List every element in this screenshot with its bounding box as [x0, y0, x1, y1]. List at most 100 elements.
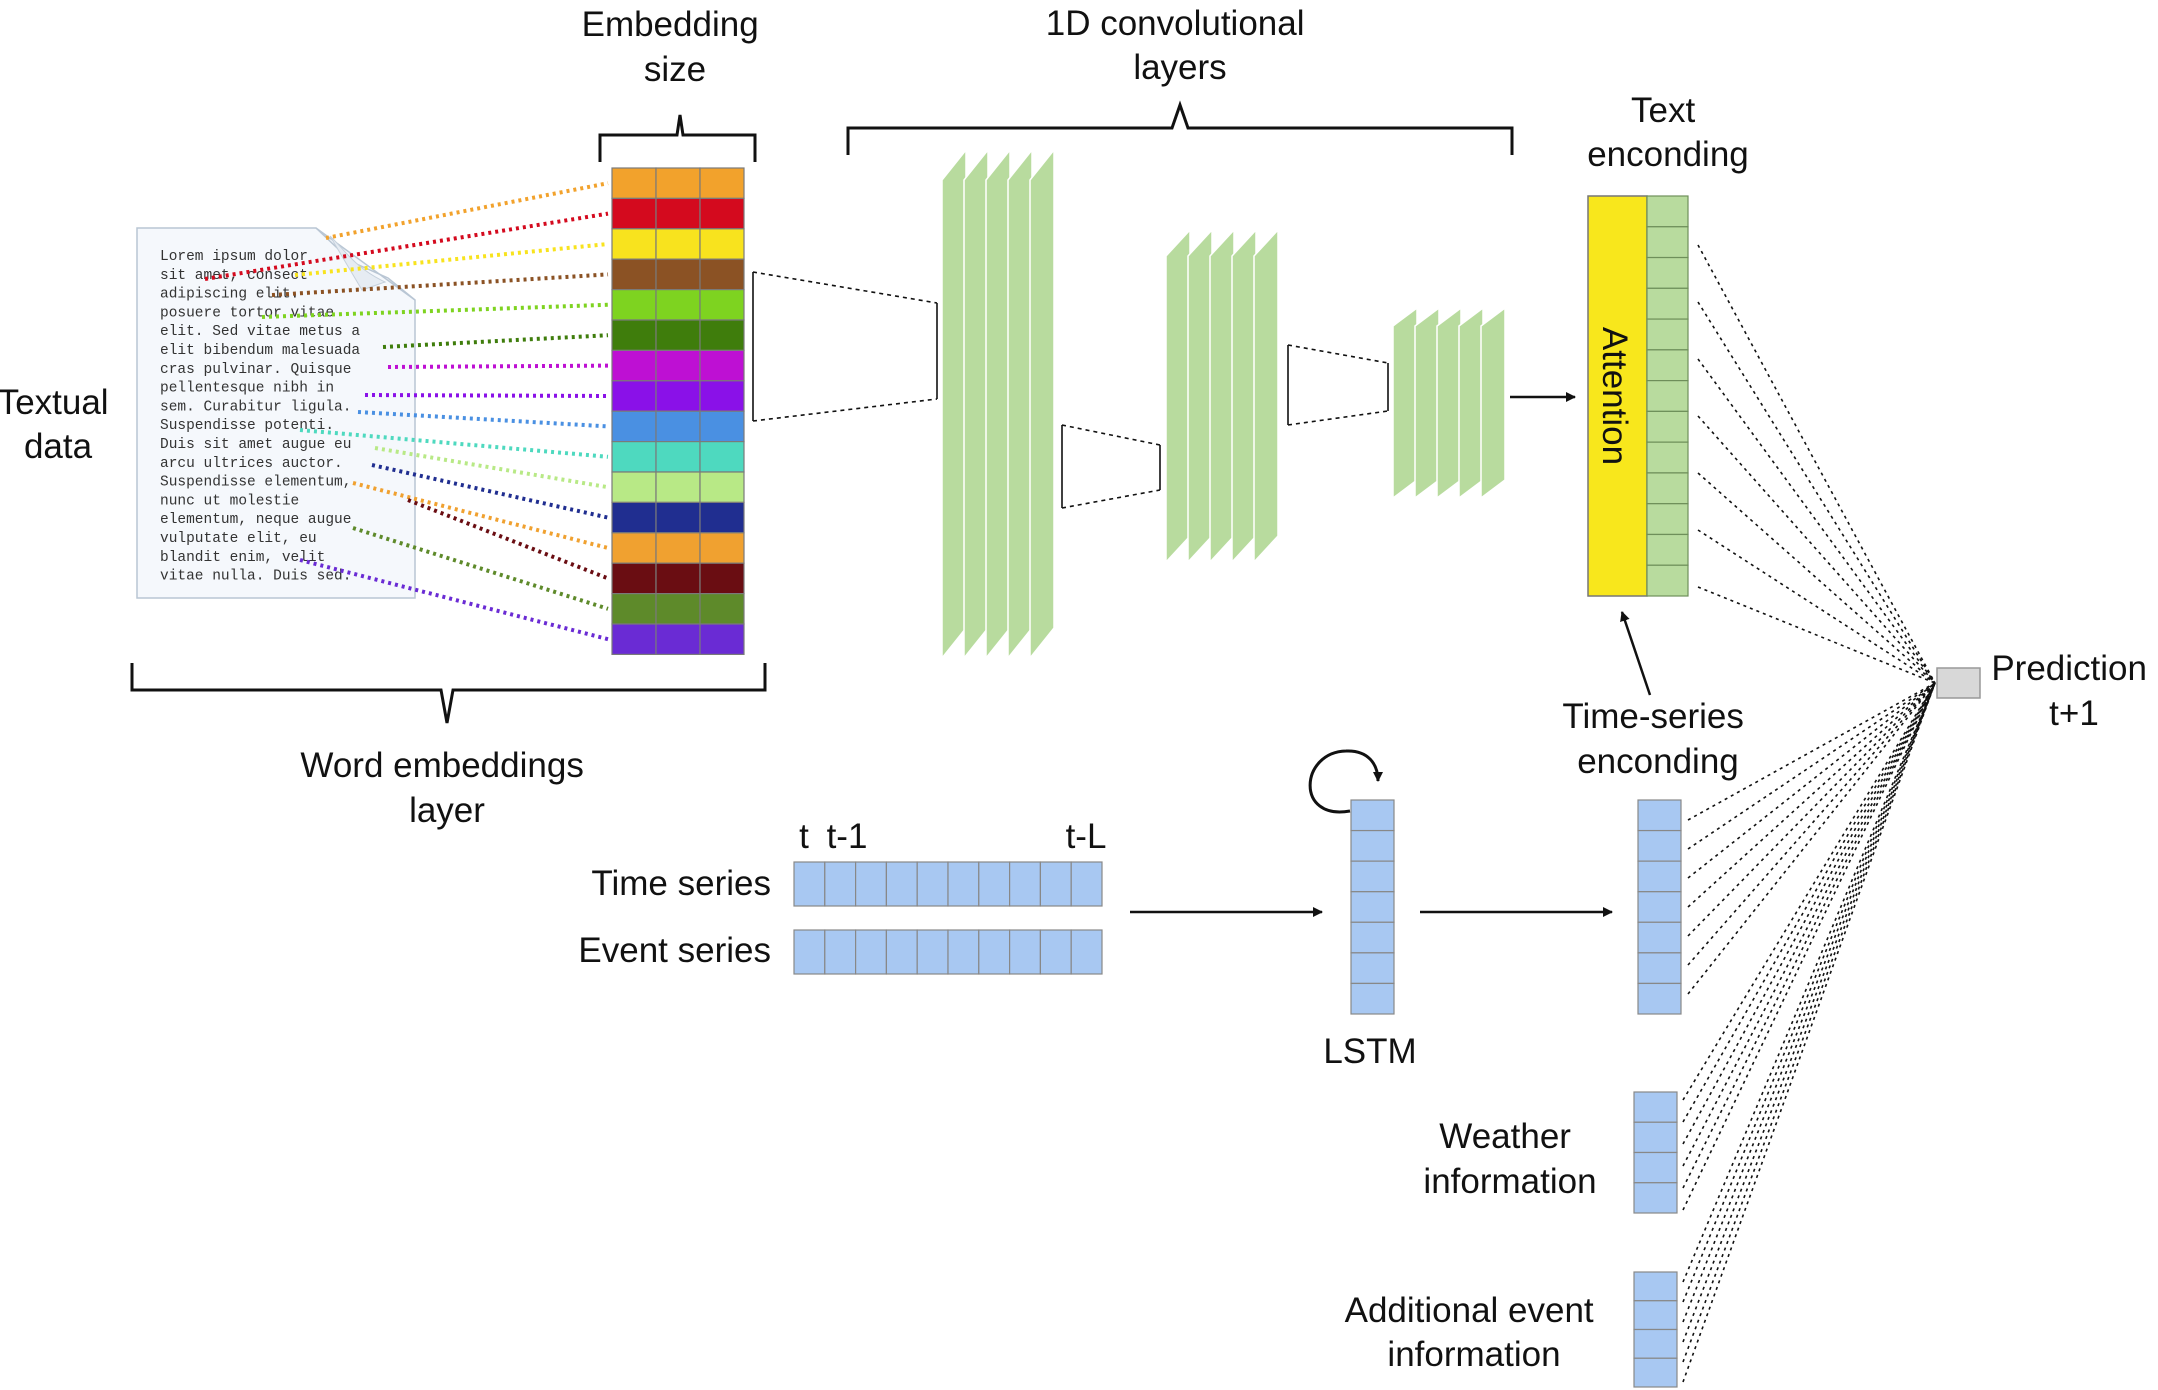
event-series-cell: [1070, 929, 1103, 975]
conv-layers-label: 1D convolutional layers: [1046, 4, 1315, 87]
conv-filter-sheet: [1209, 228, 1235, 564]
time-series-cell: [885, 861, 918, 907]
embedding-cell: [699, 380, 745, 412]
dense-connection-line: [1697, 415, 1936, 684]
lstm-recurrent-loop-icon: [1308, 749, 1383, 814]
prediction-label: Prediction t+1: [1991, 649, 2156, 733]
event-series-cell: [978, 929, 1011, 975]
text-encoding-cell: [1646, 349, 1689, 382]
embedding-cell: [655, 410, 701, 443]
time-series-label: Time series: [591, 864, 771, 903]
dense-connection-line: [1687, 682, 1936, 937]
dense-connection-line: [1697, 529, 1936, 684]
weather-cell: [1633, 1091, 1678, 1123]
embedding-cell: [655, 197, 701, 230]
embedding-cell: [611, 501, 657, 534]
weather-information-label: Weather information: [1423, 1117, 1596, 1201]
text-encoding-cell: [1646, 287, 1689, 320]
embedding-cell: [655, 592, 701, 625]
attention-label: Attention: [1595, 327, 1634, 465]
embedding-cell: [699, 623, 745, 655]
lstm-cell: [1350, 921, 1395, 954]
document-line: Duis sit amet augue eu: [160, 437, 351, 453]
dense-connection-line: [1697, 472, 1936, 684]
weather-cell: [1633, 1121, 1678, 1154]
embedding-cell: [655, 471, 701, 503]
embedding-mapping-line: [407, 498, 609, 581]
time-series-vector: [793, 861, 1103, 907]
embedding-cell: [611, 471, 657, 503]
embedding-cell: [699, 532, 745, 564]
conv-filter-sheet: [1165, 228, 1191, 564]
additional-event-information-vector: [1633, 1271, 1678, 1388]
time-series-cell: [824, 861, 857, 907]
embedding-cell: [611, 562, 657, 595]
ts-encoding-cell: [1637, 952, 1682, 985]
dense-connection-line: [1682, 682, 1936, 1363]
event-series-label: Event series: [578, 931, 771, 970]
embedding-cell: [611, 380, 657, 412]
conv-filter-sheet: [1392, 306, 1418, 500]
additional-event-cell: [1633, 1271, 1678, 1302]
time-series-cell: [978, 861, 1011, 907]
embedding-cell: [699, 471, 745, 503]
dense-connection-line: [1687, 682, 1936, 995]
event-series-cell: [793, 929, 826, 975]
document-line: sem. Curabitur ligula.: [160, 399, 351, 415]
lstm-cell: [1350, 891, 1395, 923]
document-line: cras pulvinar. Quisque: [160, 362, 351, 378]
embedding-cell: [611, 167, 657, 199]
embedding-cell: [655, 319, 701, 351]
word-embedding-mapping-lines: [204, 181, 609, 642]
embedding-mapping-line: [325, 181, 609, 240]
embedding-cell: [699, 562, 745, 595]
word-embeddings-label: Word embeddings layer: [300, 746, 593, 830]
embedding-mapping-line: [204, 211, 609, 281]
attention-block: [1587, 195, 1648, 597]
embedding-mapping-line: [387, 363, 609, 369]
time-index-t: t: [799, 817, 809, 856]
embedding-mapping-line: [382, 333, 609, 349]
conv-filter-sheet: [1187, 228, 1213, 564]
event-series-vector: [793, 929, 1103, 975]
embedding-cell: [655, 562, 701, 595]
embedding-cell: [655, 441, 701, 473]
document-line: elit. Sed vitae metus a: [160, 324, 360, 340]
event-series-cell: [1008, 929, 1041, 975]
embedding-cell: [611, 441, 657, 473]
weather-cell: [1633, 1151, 1678, 1184]
text-encoding-cell: [1646, 195, 1689, 228]
embedding-cell: [611, 623, 657, 655]
embedding-cell: [655, 258, 701, 291]
conv-layers-brace: [846, 100, 1514, 155]
dense-connection-line: [1682, 682, 1936, 1283]
dense-connection-line: [1687, 682, 1936, 850]
document-line: arcu ultrices auctor.: [160, 456, 343, 472]
text-encoding-vector: [1646, 195, 1689, 597]
ts-encoding-cell: [1637, 829, 1682, 862]
document-line: elit bibendum malesuada: [160, 343, 360, 359]
embedding-cell: [611, 349, 657, 382]
time-series-cell: [947, 861, 980, 907]
additional-event-cell: [1633, 1300, 1678, 1331]
weather-information-vector: [1633, 1091, 1678, 1214]
conv-filter-sheet: [985, 147, 1011, 661]
time-series-encoding-vector: [1637, 799, 1682, 1015]
document-line: Suspendisse potenti.: [160, 418, 334, 434]
embedding-mapping-line: [352, 526, 609, 611]
additional-event-cell: [1633, 1357, 1678, 1388]
embedding-cell: [655, 349, 701, 382]
embedding-cell: [699, 289, 745, 321]
document-line: nunc ut molestie: [160, 493, 299, 509]
time-series-cell: [793, 861, 826, 907]
text-encoding-label: Text enconding: [1587, 91, 1749, 174]
event-series-cell: [1039, 929, 1072, 975]
document-line: Lorem ipsum dolor: [160, 249, 308, 265]
embedding-cell: [699, 501, 745, 534]
additional-event-information-label: Additional event information: [1345, 1291, 1604, 1374]
ts-encoding-cell: [1637, 860, 1682, 893]
dense-connection-line: [1682, 682, 1936, 1123]
conv-filter-sheet: [1480, 306, 1506, 500]
